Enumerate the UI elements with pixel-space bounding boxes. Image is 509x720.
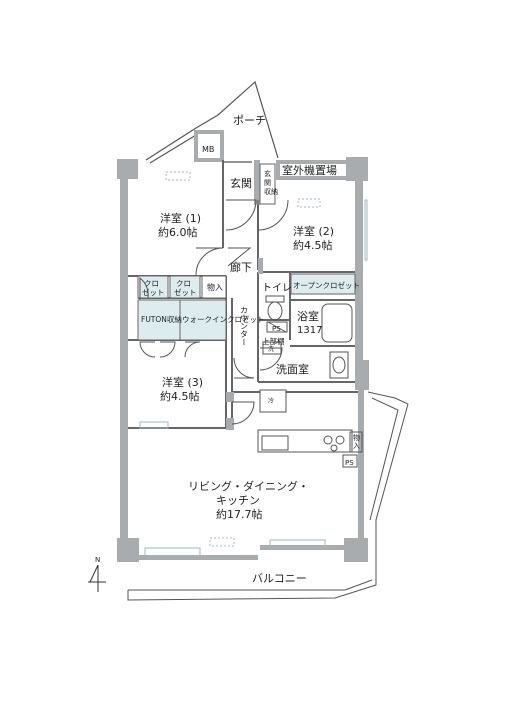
label-walkin: ウォークインクロゼット — [182, 314, 265, 324]
label-room2-name: 洋室 (2) — [293, 224, 334, 238]
label-room3-name: 洋室 (3) — [162, 375, 203, 389]
porch-outline — [145, 80, 279, 164]
label-closet-a: クロゼット — [142, 279, 165, 297]
outdoor-unit-walls — [276, 160, 356, 180]
label-hallway: 廊下 — [230, 260, 252, 274]
open-closet — [290, 273, 356, 295]
label-room1-size: 約6.0帖 — [158, 225, 198, 239]
label-counter: カウンター — [240, 306, 249, 346]
label-porch: ポーチ — [233, 114, 266, 127]
split-labels: 玄関収納 クロゼット クロゼット 物入 — [142, 169, 360, 450]
label-room3-size: 約4.5帖 — [160, 389, 200, 403]
label-kitchen-storage: 物入 — [353, 433, 360, 450]
label-ldk-line2: キッチン — [216, 494, 260, 507]
closet-a — [137, 275, 169, 299]
fixtures — [257, 295, 363, 468]
label-wash: 洗 — [268, 345, 274, 353]
label-ldk-line1: リビング・ダイニング・ — [188, 479, 309, 493]
label-washroom: 洗面室 — [276, 362, 309, 376]
label-genkan: 玄関 — [230, 176, 252, 190]
balcony-outline — [127, 391, 409, 601]
room-labels: ポーチ MB 玄関 室外機置場 洋室 (1) 約6.0帖 洋室 (2) 約4.5… — [95, 114, 360, 585]
monoire-storage — [201, 275, 227, 299]
label-futon: FUTON収納 — [141, 314, 182, 324]
north-arrow-icon — [88, 564, 106, 592]
label-room1-name: 洋室 (1) — [160, 211, 201, 225]
genkan-storage — [259, 163, 276, 205]
label-room2-size: 約4.5帖 — [293, 238, 333, 252]
label-closet-b: クロゼット — [174, 279, 197, 297]
label-balcony: バルコニー — [252, 572, 307, 585]
futon-storage — [137, 299, 181, 341]
windows — [139, 171, 368, 557]
label-fridge: 冷 — [268, 397, 274, 405]
label-upper-shelf: 上部棚 — [262, 336, 285, 346]
label-mb: MB — [202, 145, 214, 154]
label-monoire: 物入 — [207, 282, 223, 292]
label-toilet: トイレ — [262, 283, 292, 294]
thick-wall-accents — [226, 160, 263, 430]
label-ps-kitchen: PS — [345, 459, 354, 467]
closet-b — [169, 275, 201, 299]
label-north: N — [95, 556, 100, 564]
label-ldk-size: 約17.7帖 — [216, 507, 263, 521]
walkin-closet — [179, 299, 227, 341]
label-open-closet: オープンクロゼット — [293, 280, 360, 290]
label-genkan-storage: 玄関収納 — [264, 169, 278, 196]
storage-areas — [137, 163, 356, 341]
label-bath-size: 1317 — [297, 325, 322, 336]
doors — [139, 199, 289, 425]
label-bath-name: 浴室 — [297, 309, 319, 323]
label-ps: PS — [272, 325, 281, 333]
label-outdoor-unit: 室外機置場 — [282, 163, 337, 177]
